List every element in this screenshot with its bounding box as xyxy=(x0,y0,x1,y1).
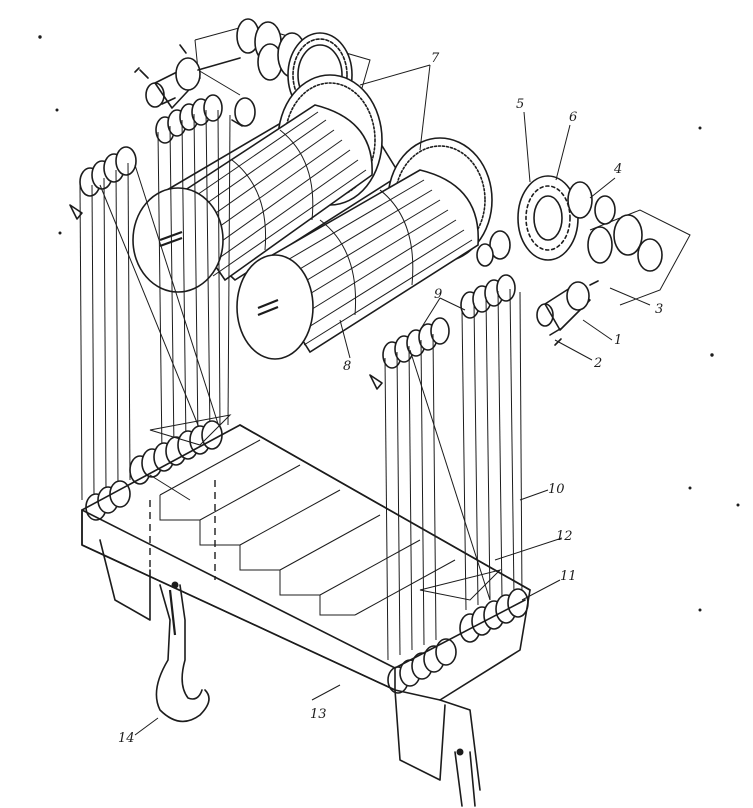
callout-labels: 1 2 3 4 5 6 7 8 9 10 11 12 13 14 xyxy=(118,51,663,746)
right-ropes xyxy=(384,288,523,661)
callout-11: 11 xyxy=(560,569,577,584)
callout-7: 7 xyxy=(431,51,440,66)
callout-8: 8 xyxy=(343,359,351,374)
callout-3: 3 xyxy=(655,302,663,317)
callout-13: 13 xyxy=(310,707,327,722)
crane-hook xyxy=(155,581,210,723)
upper-motor xyxy=(145,57,201,109)
callout-4: 4 xyxy=(613,162,622,177)
left-sheave-block-top xyxy=(69,94,223,220)
leader-lines xyxy=(134,64,651,736)
callout-10: 10 xyxy=(548,482,565,497)
callout-6: 6 xyxy=(569,110,577,125)
upper-drum xyxy=(132,74,401,293)
callout-2: 2 xyxy=(593,356,602,371)
right-motor xyxy=(536,281,591,331)
callout-12: 12 xyxy=(556,529,573,544)
left-ropes xyxy=(79,109,231,501)
right-drive-assembly xyxy=(517,175,691,346)
callout-1: 1 xyxy=(614,333,622,348)
traverse-beam xyxy=(81,424,531,791)
callout-5: 5 xyxy=(516,97,524,112)
lower-drum xyxy=(236,137,511,360)
scan-specks xyxy=(38,35,740,612)
left-sheave-block-bottom xyxy=(85,414,232,521)
callout-14: 14 xyxy=(118,731,135,746)
callout-9: 9 xyxy=(434,287,442,302)
second-hook-stub xyxy=(454,748,476,807)
right-sheave-block-bottom xyxy=(387,569,529,694)
